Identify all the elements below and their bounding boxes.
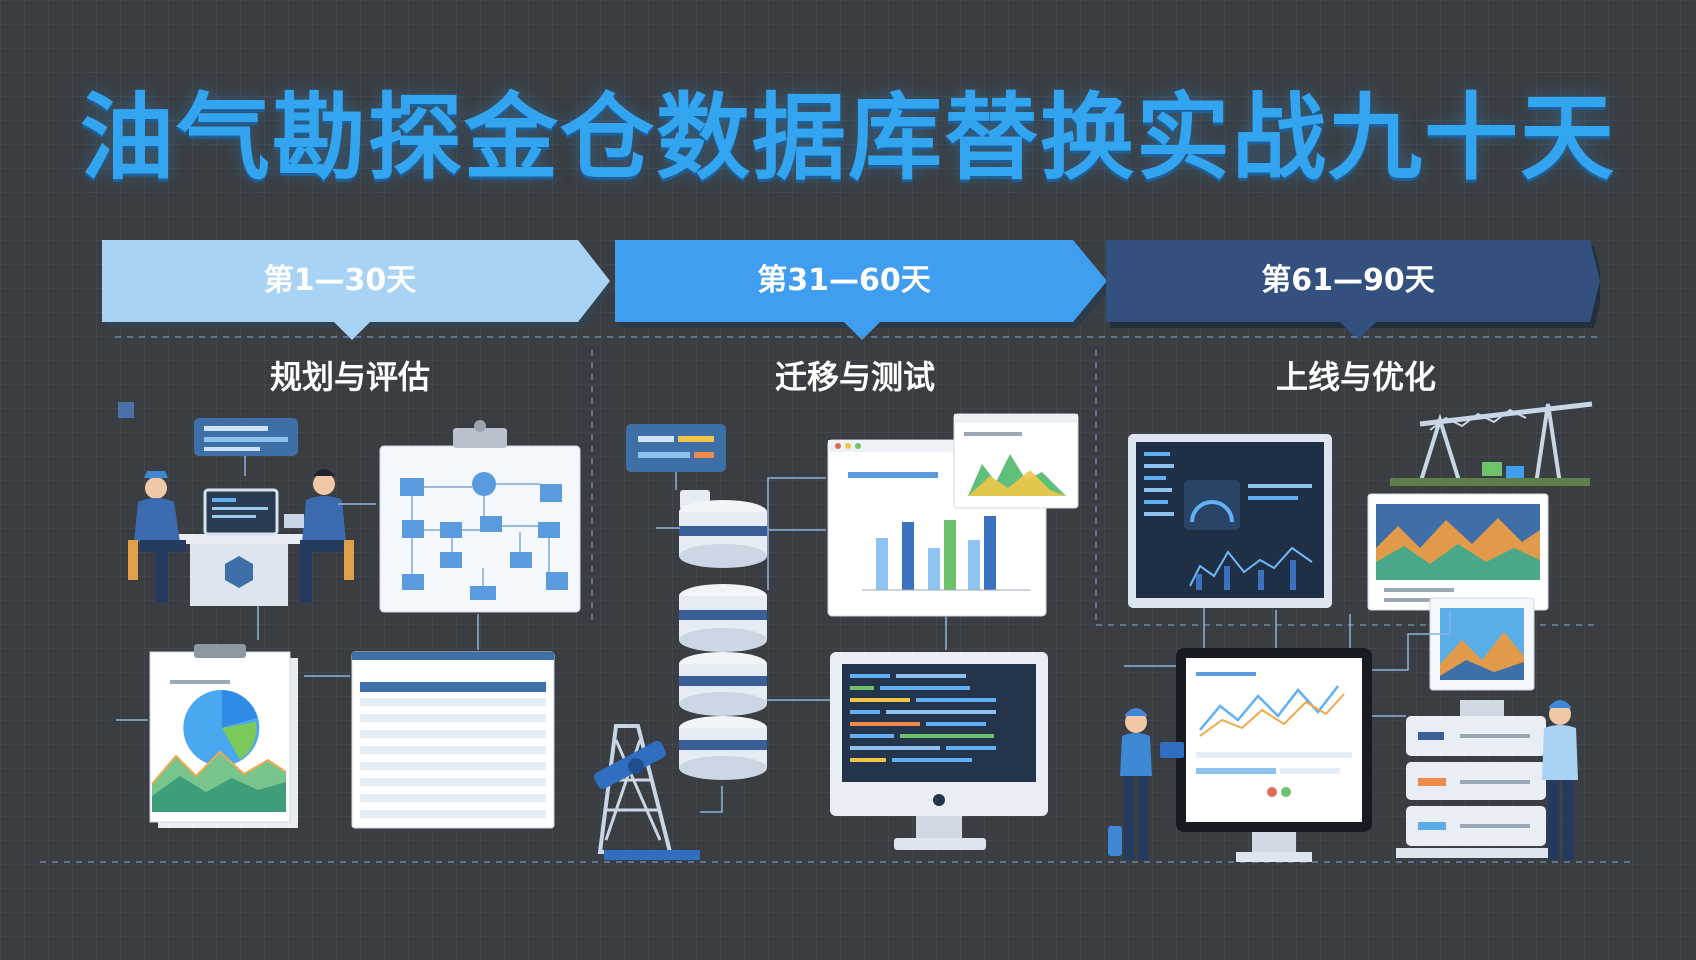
server-rack [1396, 700, 1556, 858]
terrain-map-window [1367, 493, 1549, 611]
page-title: 油气勘探金仓数据库替换实战九十天 [79, 84, 1616, 193]
phase-1-connectors [116, 456, 479, 721]
crane-rig [1390, 401, 1593, 486]
phase-1-name: 规划与评估 [269, 358, 430, 396]
phase-1-arrow-shape [102, 240, 610, 340]
phase-2-arrow-shape [615, 240, 1107, 340]
phase-2-name: 迁移与测试 [774, 358, 935, 396]
engineer-with-tablet [1108, 708, 1184, 860]
phase-2-period: 第31—60天 [757, 263, 931, 298]
area-chart-window [953, 413, 1079, 509]
phase-3-period: 第61—90天 [1261, 263, 1435, 298]
phase-3-arrow-shape [1106, 240, 1600, 340]
topo-map-card [1429, 597, 1535, 691]
data-table-sheet [351, 651, 555, 829]
phase-3-name: 上线与优化 [1275, 358, 1436, 396]
monitoring-dashboard [1128, 434, 1332, 608]
flowchart-board [379, 420, 581, 613]
phase-3-banner: 第61—90天 [1106, 240, 1600, 340]
code-monitor [830, 652, 1048, 850]
line-chart-monitor [1176, 648, 1372, 862]
clipboard-report [149, 644, 298, 828]
phase-1-banner: 第1—30天 [102, 240, 610, 340]
phase-3-connectors [1124, 608, 1451, 717]
phase-2-banner: 第31—60天 [615, 240, 1107, 340]
phase-2-connectors [656, 472, 947, 813]
engineer-standing [1542, 700, 1578, 860]
planning-meeting-illustration [118, 402, 354, 606]
phase-1-period: 第1—30天 [263, 263, 417, 298]
database-stack [626, 424, 767, 780]
oil-derrick-pump [593, 724, 700, 860]
